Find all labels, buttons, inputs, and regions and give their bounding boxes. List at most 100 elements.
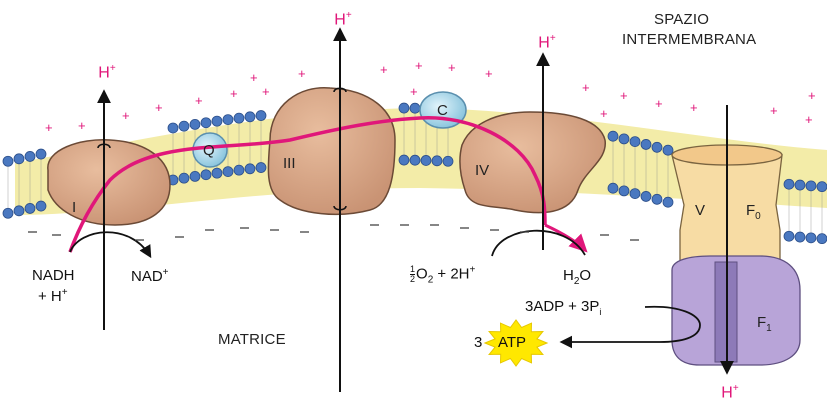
lipid-head bbox=[36, 201, 46, 211]
proton-label-i: H+ bbox=[98, 64, 115, 81]
lipid-head bbox=[179, 173, 189, 183]
plus-sign: + bbox=[690, 100, 698, 115]
ubiquinone-label: Q bbox=[203, 143, 215, 158]
atp-label: ATP bbox=[498, 335, 526, 350]
nadh-label: NADH bbox=[32, 268, 75, 283]
lipid-head bbox=[619, 186, 629, 196]
plus-sign: + bbox=[808, 88, 816, 103]
proton-label-iii: H+ bbox=[334, 11, 351, 28]
lipid-head bbox=[3, 156, 13, 166]
lipid-head bbox=[608, 183, 618, 193]
lipid-head bbox=[190, 171, 200, 181]
plus-sign: + bbox=[448, 60, 456, 75]
lipid-head bbox=[245, 164, 255, 174]
lipid-head bbox=[795, 180, 805, 190]
plus-sign: + bbox=[415, 58, 423, 73]
nadh-arrow bbox=[70, 232, 150, 256]
adp-label: 3ADP + 3Pi bbox=[525, 299, 601, 317]
oxygen-arrow bbox=[492, 231, 585, 256]
lipid-head bbox=[652, 194, 662, 204]
oxygen-label: 1 2 O2 + 2H+ bbox=[410, 265, 475, 285]
proton-label-iv: H+ bbox=[538, 34, 555, 51]
lipid-head bbox=[806, 181, 816, 191]
lipid-head bbox=[410, 155, 420, 165]
lipid-head bbox=[223, 167, 233, 177]
complex-iv-label: IV bbox=[475, 163, 489, 178]
lipid-head bbox=[806, 233, 816, 243]
proton-label-v: H+ bbox=[721, 384, 738, 401]
plus-sign: + bbox=[122, 108, 130, 123]
intermembrane-label-line2: INTERMEMBRANA bbox=[622, 32, 756, 47]
lipid-head bbox=[212, 168, 222, 178]
lipid-head bbox=[179, 121, 189, 131]
lipid-head bbox=[410, 103, 420, 113]
lipid-head bbox=[663, 145, 673, 155]
plus-sign: + bbox=[770, 103, 778, 118]
lipid-head bbox=[432, 156, 442, 166]
lipid-head bbox=[190, 119, 200, 129]
lipid-head bbox=[443, 156, 453, 166]
lipid-head bbox=[421, 155, 431, 165]
plus-sign: + bbox=[155, 100, 163, 115]
lipid-head bbox=[3, 208, 13, 218]
plus-sign: + bbox=[78, 118, 86, 133]
lipid-head bbox=[630, 137, 640, 147]
complex-iii bbox=[268, 88, 395, 215]
lipid-head bbox=[817, 182, 827, 192]
lipid-head bbox=[399, 155, 409, 165]
nadh-h-label: + H+ bbox=[38, 288, 68, 304]
lipid-head bbox=[663, 197, 673, 207]
plus-sign: + bbox=[582, 80, 590, 95]
plus-sign: + bbox=[655, 96, 663, 111]
plus-sign: + bbox=[298, 66, 306, 81]
plus-sign: + bbox=[250, 70, 258, 85]
lipid-head bbox=[25, 203, 35, 213]
water-label: H2O bbox=[563, 268, 591, 287]
lipid-head bbox=[608, 131, 618, 141]
lipid-head bbox=[14, 206, 24, 216]
lipid-head bbox=[212, 116, 222, 126]
plus-sign: + bbox=[620, 88, 628, 103]
lipid-head bbox=[641, 191, 651, 201]
atp-count-label: 3 bbox=[474, 335, 482, 350]
lipid-head bbox=[14, 154, 24, 164]
lipid-head bbox=[256, 163, 266, 173]
lipid-head bbox=[784, 231, 794, 241]
f0-label: F0 bbox=[746, 203, 761, 222]
complex-i-label: I bbox=[72, 200, 76, 215]
lipid-head bbox=[630, 189, 640, 199]
lipid-head bbox=[641, 139, 651, 149]
lipid-head bbox=[256, 111, 266, 121]
plus-sign: + bbox=[195, 93, 203, 108]
cytochrome-c-label: C bbox=[437, 103, 448, 118]
lipid-head bbox=[36, 149, 46, 159]
lipid-head bbox=[652, 142, 662, 152]
plus-sign: + bbox=[600, 106, 608, 121]
matrix-label: MATRICE bbox=[218, 332, 286, 347]
nad-label: NAD+ bbox=[131, 268, 169, 284]
lipid-head bbox=[399, 103, 409, 113]
lipid-head bbox=[234, 165, 244, 175]
lipid-head bbox=[201, 118, 211, 128]
lipid-head bbox=[201, 170, 211, 180]
plus-sign: + bbox=[380, 62, 388, 77]
lipid-head bbox=[795, 232, 805, 242]
plus-sign: + bbox=[485, 66, 493, 81]
lipid-head bbox=[168, 123, 178, 133]
plus-sign: + bbox=[262, 84, 270, 99]
plus-sign: + bbox=[230, 86, 238, 101]
lipid-head bbox=[223, 115, 233, 125]
complex-v-label: V bbox=[695, 203, 705, 218]
lipid-head bbox=[784, 179, 794, 189]
intermembrane-label-line1: SPAZIO bbox=[654, 12, 709, 27]
lipid-head bbox=[619, 134, 629, 144]
f1-label: F1 bbox=[757, 315, 772, 334]
plus-sign: + bbox=[45, 120, 53, 135]
lipid-head bbox=[245, 112, 255, 122]
plus-sign: + bbox=[410, 84, 418, 99]
lipid-head bbox=[234, 113, 244, 123]
lipid-head bbox=[25, 151, 35, 161]
plus-sign: + bbox=[805, 112, 813, 127]
complex-iii-label: III bbox=[283, 156, 296, 171]
